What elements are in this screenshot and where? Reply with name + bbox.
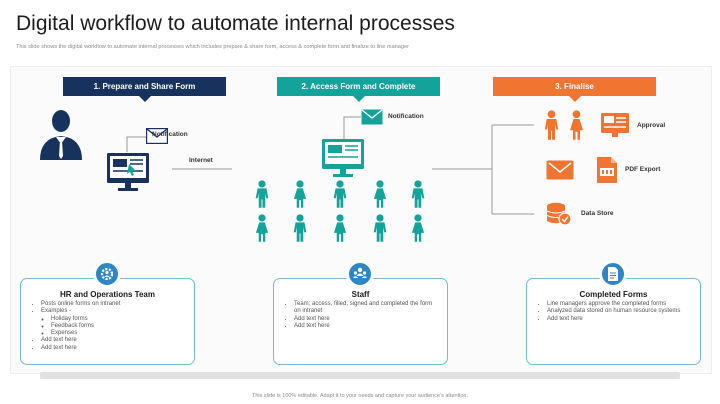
teal-computer-icon bbox=[322, 139, 364, 177]
list-item: Holiday forms bbox=[51, 316, 186, 323]
staff-icon bbox=[346, 260, 374, 288]
hr-operations-title: HR and Operations Team bbox=[60, 290, 155, 299]
internet-label: Internet bbox=[189, 157, 213, 164]
step-2-header: 2. Access Form and Complete bbox=[277, 77, 440, 102]
notification-envelope-icon-mid bbox=[361, 109, 383, 125]
completed-forms-list: Line managers approve the completed form… bbox=[535, 301, 692, 323]
staff-title: Staff bbox=[351, 290, 370, 299]
list-item-text: Examples - bbox=[41, 308, 72, 315]
businessman-icon bbox=[40, 110, 82, 160]
pdf-file-icon bbox=[597, 157, 617, 183]
database-icon bbox=[546, 202, 572, 226]
list-item: Examples - Holiday forms Feedback forms … bbox=[41, 308, 186, 337]
staff-people-grid bbox=[255, 180, 425, 242]
list-item: Add text here bbox=[41, 345, 186, 352]
step-1-label: 1. Prepare and Share Form bbox=[93, 82, 196, 91]
step-2-label: 2. Access Form and Complete bbox=[301, 82, 416, 91]
data-store-label: Data Store bbox=[581, 210, 614, 217]
page-subtitle: This slide shows the digital workflow to… bbox=[16, 44, 409, 50]
completed-forms-box: Completed Forms Line managers approve th… bbox=[526, 278, 701, 365]
approval-board-icon bbox=[601, 113, 629, 137]
email-icon bbox=[546, 160, 574, 180]
list-item: Add text here bbox=[294, 316, 439, 323]
notification-label-left: Notification bbox=[152, 131, 188, 138]
footer-note: This slide is 100% editable. Adapt it to… bbox=[252, 393, 468, 399]
list-item: Line managers approve the completed form… bbox=[547, 301, 692, 308]
hr-operations-list: Posts online forms on intranet Examples … bbox=[29, 301, 186, 352]
staff-box: Staff Team; access, filled, signed and c… bbox=[273, 278, 448, 365]
step-3-header: 3. Finalise bbox=[493, 77, 656, 102]
step-1-header: 1. Prepare and Share Form bbox=[63, 77, 226, 102]
gear-person-icon bbox=[93, 260, 121, 288]
list-item: Team; access, filled, signed and complet… bbox=[294, 301, 439, 316]
list-item: Expenses bbox=[51, 330, 186, 337]
approval-people-icon bbox=[544, 110, 583, 140]
hr-operations-box: HR and Operations Team Posts online form… bbox=[20, 278, 195, 365]
pdf-export-label: PDF Export bbox=[625, 166, 661, 173]
completed-forms-title: Completed Forms bbox=[579, 290, 648, 299]
examples-sublist: Holiday forms Feedback forms Expenses bbox=[41, 316, 186, 338]
notification-label-mid: Notification bbox=[388, 113, 424, 120]
list-item: Add text here bbox=[547, 316, 692, 323]
list-item: Feedback forms bbox=[51, 323, 186, 330]
notification-envelope-icon bbox=[146, 128, 168, 144]
list-item: Posts online forms on intranet bbox=[41, 301, 186, 308]
document-icon bbox=[599, 260, 627, 288]
list-item: Analyzed data stored on human resource s… bbox=[547, 308, 692, 315]
computer-monitor-icon bbox=[107, 153, 149, 191]
list-item: Add text here bbox=[294, 323, 439, 330]
staff-list: Team; access, filled, signed and complet… bbox=[282, 301, 439, 330]
list-item: Add text here bbox=[41, 337, 186, 344]
approval-label: Approval bbox=[637, 122, 666, 129]
step-3-label: 3. Finalise bbox=[555, 82, 594, 91]
page-title: Digital workflow to automate internal pr… bbox=[16, 12, 455, 35]
horizontal-scrollbar[interactable] bbox=[40, 372, 680, 379]
